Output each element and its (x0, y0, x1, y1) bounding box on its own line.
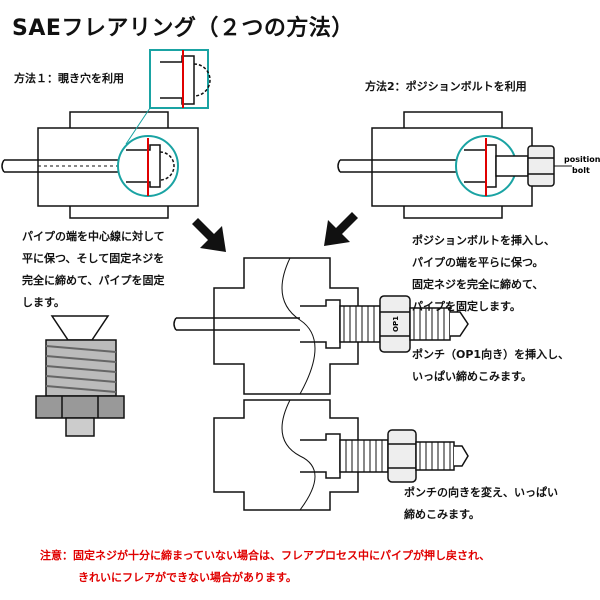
caution-line2: きれいにフレアができない場合があります。 (78, 571, 297, 584)
instruction-left: パイプの端を中心線に対して 平に保つ、そして固定ネジを 完全に締めて、パイプを固… (22, 230, 165, 309)
method1-block (1, 111, 199, 219)
flaring-step2-block (213, 399, 469, 511)
caution-line1: 固定ネジが十分に締まっていない場合は、フレアプロセス中にパイプが押し戻され、 (73, 549, 491, 562)
flaring-step1-block (173, 257, 469, 395)
arrow-left-icon (192, 218, 226, 252)
position-bolt-label-line1: position (564, 155, 600, 164)
method2-block (337, 111, 572, 219)
caution-note: 注意：固定ネジが十分に締まっていない場合は、フレアプロセス中にパイプが押し戻され… (40, 545, 490, 589)
method2-label: 方法2：ポジションボルトを利用 (365, 80, 527, 93)
instruction-right-1: ポジションボルトを挿入し、 パイプの端を平らに保つ。 固定ネジを完全に締めて、 … (412, 234, 555, 313)
fitting-illustration (35, 315, 125, 437)
position-bolt-label-line2: bolt (572, 166, 590, 175)
method1-zoom (125, 49, 211, 145)
page-title: SAEフレアリング（２つの方法） (12, 16, 354, 41)
instruction-right-3: ポンチの向きを変え、いっぱい 締めこみます。 (404, 486, 558, 521)
instruction-right-2: ポンチ（OP1向き）を挿入し、 いっぱい締めこみます。 (412, 348, 570, 383)
caution-label: 注意： (40, 549, 73, 562)
arrow-right-icon (324, 212, 358, 246)
method1-label: 方法１：覗き穴を利用 (14, 72, 124, 85)
punch-marking-label: OP1 (392, 316, 400, 332)
